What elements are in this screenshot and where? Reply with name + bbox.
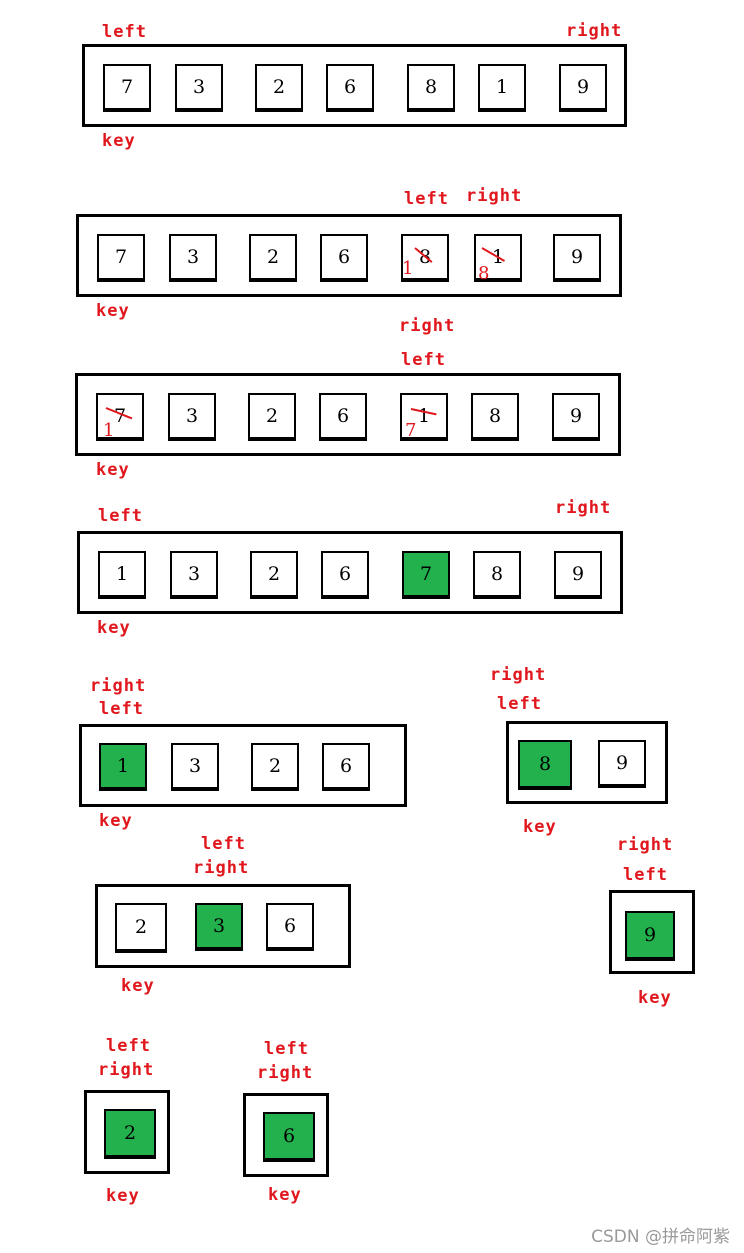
array-cell: 2 [249, 234, 297, 282]
array-row-right-partition: 8 9 [506, 721, 668, 804]
left-pointer-label: left [401, 350, 446, 370]
right-pointer-label: right [566, 21, 623, 41]
array-cell-swapped: 7 [96, 393, 144, 441]
key-label: key [96, 301, 130, 321]
right-pointer-label: right [466, 186, 523, 206]
array-row-step3: 7 3 2 6 1 8 9 [75, 373, 621, 456]
left-pointer-label: left [106, 1036, 151, 1056]
array-cell: 3 [169, 234, 217, 282]
array-row-single: 2 [84, 1090, 170, 1174]
array-cell: 3 [170, 551, 218, 599]
array-cell-pivot: 9 [625, 911, 675, 961]
key-label: key [106, 1186, 140, 1206]
array-cell: 9 [554, 551, 602, 599]
left-pointer-label: left [497, 694, 542, 714]
array-cell: 6 [319, 393, 367, 441]
array-cell: 7 [97, 234, 145, 282]
array-cell: 1 [478, 64, 526, 112]
swap-annotation: 1 [103, 420, 115, 441]
right-pointer-label: right [193, 858, 250, 878]
key-label: key [99, 811, 133, 831]
key-label: key [638, 988, 672, 1008]
array-cell: 3 [175, 64, 223, 112]
array-row-single: 6 [243, 1093, 329, 1177]
array-cell: 6 [326, 64, 374, 112]
array-cell-pivot: 2 [104, 1109, 156, 1159]
swap-annotation: 1 [402, 258, 414, 279]
key-label: key [102, 131, 136, 151]
right-pointer-label: right [399, 316, 456, 336]
left-pointer-label: left [102, 22, 147, 42]
array-row-step4: 1 3 2 6 7 8 9 [77, 531, 623, 614]
array-cell: 9 [553, 234, 601, 282]
right-pointer-label: right [90, 676, 147, 696]
left-pointer-label: left [623, 865, 668, 885]
array-row-left-partition: 1 3 2 6 [79, 724, 407, 807]
array-row-single: 9 [609, 890, 695, 974]
left-pointer-label: left [201, 834, 246, 854]
array-row-step2: 7 3 2 6 8 1 9 [76, 214, 622, 297]
right-pointer-label: right [490, 665, 547, 685]
array-cell: 2 [248, 393, 296, 441]
array-cell-swapped: 1 [474, 234, 522, 282]
array-cell: 1 [98, 551, 146, 599]
key-label: key [268, 1185, 302, 1205]
right-pointer-label: right [257, 1063, 314, 1083]
key-label: key [121, 976, 155, 996]
array-cell: 2 [251, 743, 299, 791]
array-row-step1: 7 3 2 6 8 1 9 [82, 44, 627, 127]
array-cell: 3 [171, 743, 219, 791]
left-pointer-label: left [99, 699, 144, 719]
array-cell-pivot: 7 [402, 551, 450, 599]
key-label: key [523, 817, 557, 837]
array-cell: 2 [250, 551, 298, 599]
array-cell-pivot: 6 [263, 1112, 315, 1162]
left-pointer-label: left [264, 1039, 309, 1059]
watermark: CSDN @拼命阿紫 [591, 1227, 730, 1247]
array-cell: 6 [320, 234, 368, 282]
array-cell: 6 [322, 743, 370, 791]
array-cell: 3 [168, 393, 216, 441]
array-cell: 6 [266, 903, 314, 951]
right-pointer-label: right [617, 835, 674, 855]
array-cell: 7 [103, 64, 151, 112]
array-cell: 8 [407, 64, 455, 112]
array-cell-pivot: 3 [195, 903, 243, 951]
left-pointer-label: left [404, 189, 449, 209]
array-cell: 2 [115, 903, 167, 953]
key-label: key [97, 618, 131, 638]
array-row-sub-partition: 2 3 6 [95, 884, 351, 968]
swap-annotation: 8 [478, 263, 490, 284]
swap-annotation: 7 [405, 420, 417, 441]
array-cell: 9 [598, 740, 646, 788]
array-cell: 8 [471, 393, 519, 441]
array-cell: 8 [473, 551, 521, 599]
right-pointer-label: right [555, 498, 612, 518]
key-label: key [96, 460, 130, 480]
array-cell: 9 [559, 64, 607, 112]
array-cell: 6 [321, 551, 369, 599]
array-cell: 9 [552, 393, 600, 441]
left-pointer-label: left [98, 506, 143, 526]
array-cell-pivot: 8 [518, 740, 572, 790]
array-cell: 2 [255, 64, 303, 112]
array-cell-pivot: 1 [99, 743, 147, 791]
right-pointer-label: right [98, 1060, 155, 1080]
